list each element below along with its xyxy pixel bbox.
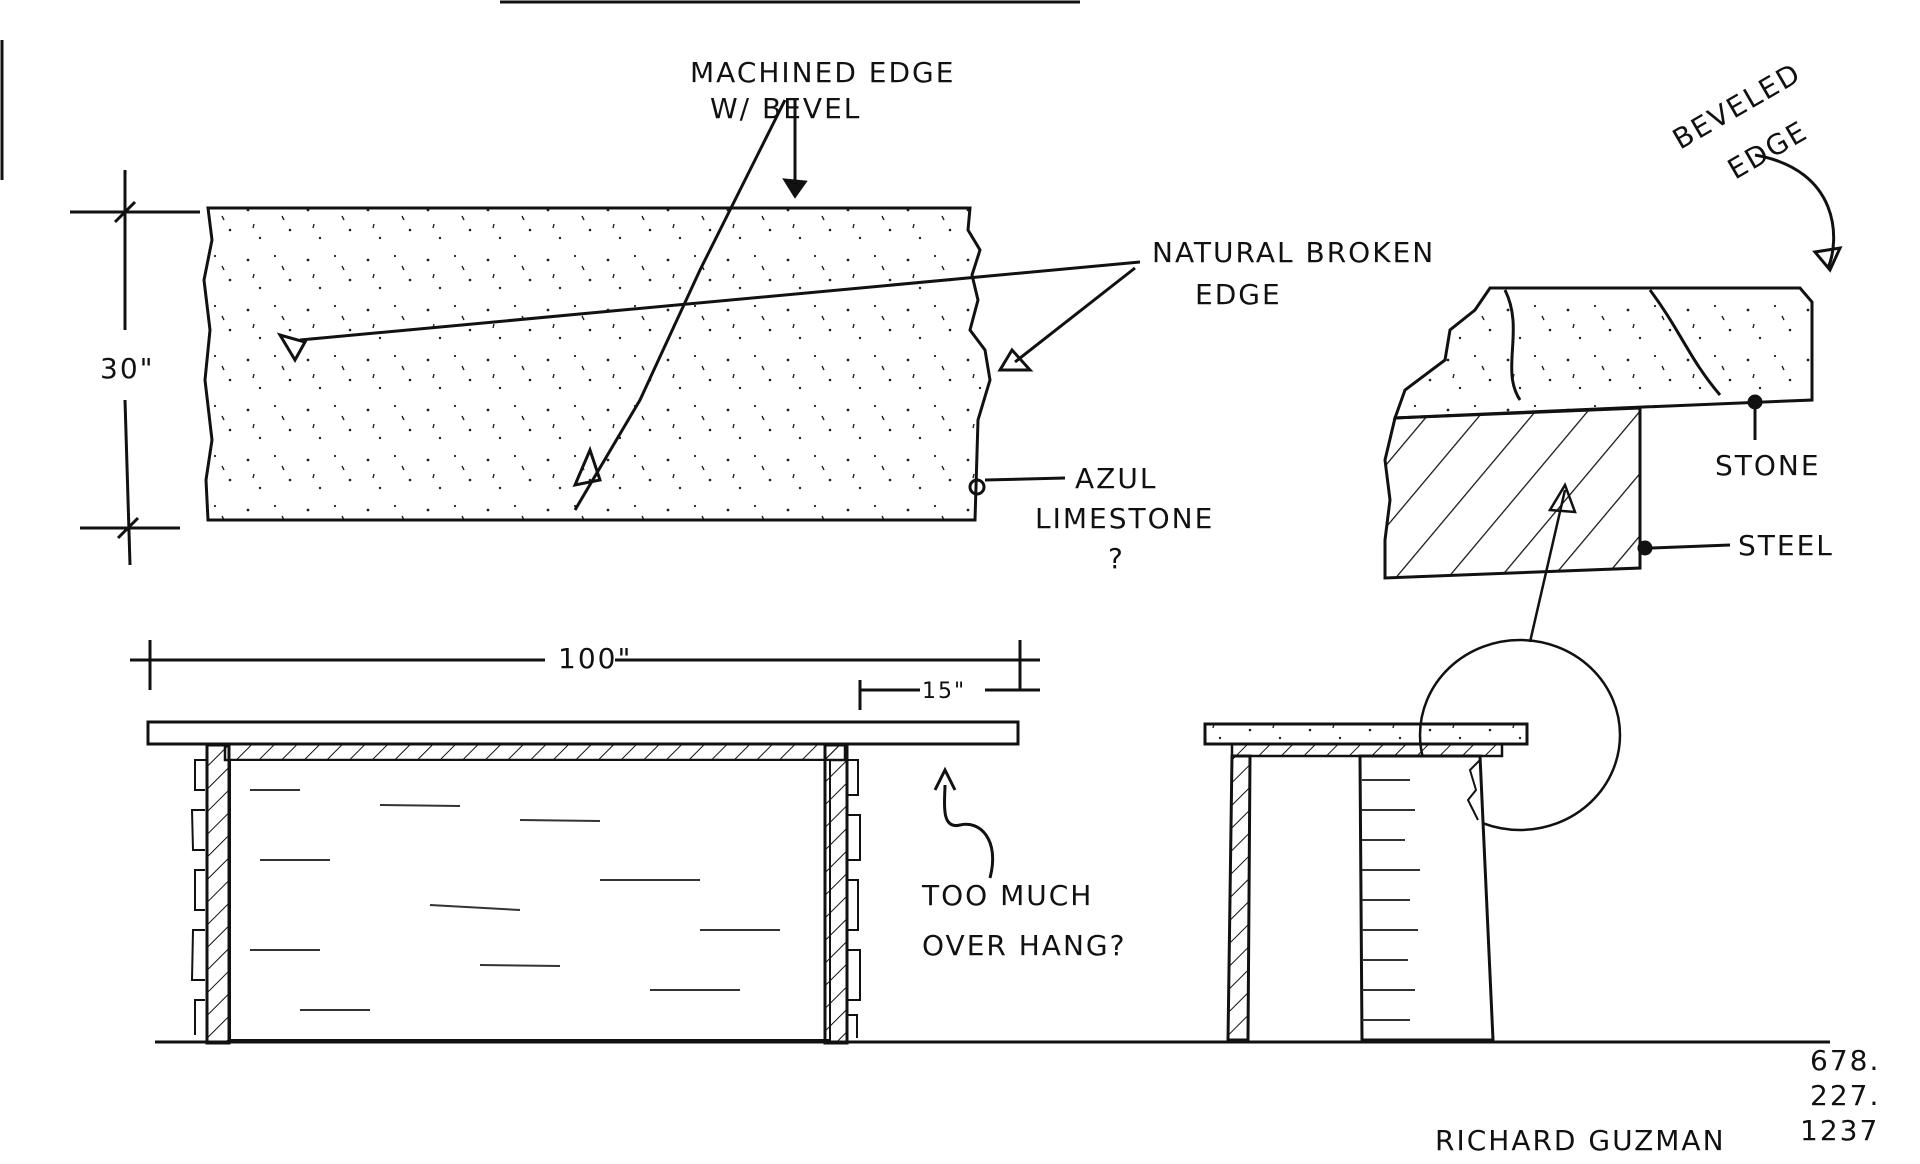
overhang-dim-label: 15" <box>922 679 966 704</box>
steel-label: STEEL <box>1738 529 1834 562</box>
front-tabletop <box>146 720 1020 746</box>
machined-edge-label-1: MACHINED EDGE <box>690 56 955 89</box>
overhang-leader <box>933 766 995 879</box>
phone-line-2: 227. <box>1810 1079 1880 1112</box>
stone-leader <box>1747 394 1763 440</box>
phone-line-3: 1237 <box>1800 1114 1879 1147</box>
azul-label-3: ? <box>1108 542 1125 575</box>
natural-edge-label-1: NATURAL BROKEN <box>1152 236 1435 269</box>
phone-line-1: 678. <box>1810 1044 1880 1077</box>
front-leg-stone-chips <box>190 759 861 1038</box>
overhang-label-1: TOO MUCH <box>921 879 1093 912</box>
machined-edge-label-2: W/ BEVEL <box>710 92 861 125</box>
side-tabletop <box>1203 722 1529 746</box>
front-steel-apron <box>223 742 847 762</box>
side-steel-apron <box>1230 742 1504 758</box>
front-left-leg <box>205 743 231 1045</box>
natural-edge-leaders <box>276 260 1141 372</box>
height-dim-label: 30" <box>100 352 155 385</box>
azul-label-2: LIMESTONE <box>1035 502 1214 535</box>
natural-edge-label-2: EDGE <box>1195 278 1282 311</box>
side-steel-leg <box>1226 754 1252 1042</box>
beveled-edge-leader <box>1754 153 1843 273</box>
stone-label: STONE <box>1715 449 1821 482</box>
length-dim-label: 100" <box>558 642 632 675</box>
plan-view-slab <box>202 206 992 522</box>
front-stone-base <box>229 759 831 1041</box>
steel-leader <box>1637 540 1731 556</box>
azul-leader <box>968 476 1066 496</box>
height-dimension <box>70 170 200 566</box>
machined-edge-leaders <box>572 99 808 511</box>
signature: RICHARD GUZMAN <box>1435 1124 1726 1157</box>
azul-label-1: AZUL <box>1075 462 1157 495</box>
edge-detail-section <box>1383 286 1814 580</box>
front-right-leg <box>823 743 849 1045</box>
length-dimension <box>130 640 1040 710</box>
overhang-label-2: OVER HANG? <box>922 929 1126 962</box>
side-stone-base <box>1358 754 1495 1042</box>
